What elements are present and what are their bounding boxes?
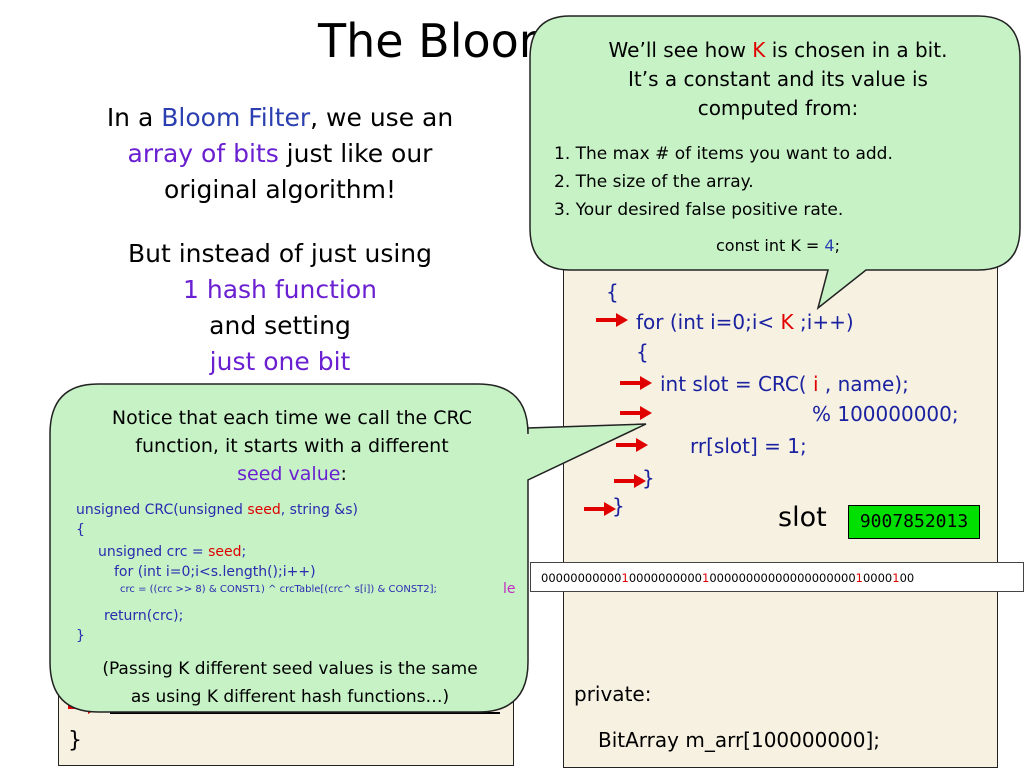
instead-line-1: But instead of just using [127, 239, 433, 268]
k-callout-line-1: We’ll see how K is chosen in a bit. [548, 36, 1008, 65]
seed-value-term: seed value [237, 463, 341, 485]
seed-callout-line-2: function, it starts with a different [135, 435, 449, 457]
slot-line-tail: , name); [818, 372, 909, 396]
code-for-loop: for (int i=0;i< K ;i++) [636, 310, 854, 334]
crc-signature-post: , string &s) [280, 502, 358, 518]
code-slot-line: int slot = CRC( i , name); [660, 372, 909, 396]
seed-callout-bubble [49, 383, 647, 713]
code-private: private: [574, 682, 652, 706]
intro-line-1-pre: In a [106, 103, 162, 132]
arrow-icon [616, 438, 648, 452]
k-const-value: 4 [824, 236, 835, 255]
arrow-icon [620, 406, 652, 420]
crc-open-brace: { [76, 522, 85, 538]
crc-close-brace: } [76, 628, 85, 644]
bits-segment: 00000000000000000000 [709, 571, 856, 585]
instead-line-3: and setting [209, 311, 351, 340]
for-loop-tail: ;i++) [793, 310, 854, 334]
code-open-brace: { [606, 280, 619, 304]
crc-return: return(crc); [104, 608, 184, 624]
crc-loop: for (int i=0;i<s.length();i++) [114, 564, 316, 580]
arrow-icon [614, 474, 646, 488]
code-close-inner: } [642, 466, 655, 490]
intro-text: In a Bloom Filter, we use an array of bi… [60, 100, 500, 208]
k-callout-line-2: It’s a constant and its value is [628, 67, 928, 91]
intro-line-3: original algorithm! [163, 175, 397, 204]
slot-line-head: int slot = CRC( [660, 372, 813, 396]
crc-signature: unsigned CRC(unsigned seed, string &s) [76, 502, 358, 518]
crc-init: unsigned crc = seed; [98, 544, 246, 560]
crc-init-seed: seed [208, 544, 242, 560]
one-hash-function-term: 1 hash function [183, 275, 377, 304]
k-callout-line-1-pre: We’ll see how [608, 38, 753, 62]
arrow-icon [620, 376, 652, 390]
code-close-outer: } [612, 494, 625, 518]
k-factor-list: 1. The max # of items you want to add. 2… [548, 140, 1008, 224]
covered-code-line [110, 712, 500, 716]
arrow-icon [596, 313, 628, 327]
instead-text: But instead of just using 1 hash functio… [60, 236, 500, 380]
bits-segment: 0000000000 [628, 571, 702, 585]
seed-callout-line-3-post: : [340, 463, 347, 485]
k-factor-item: 1. The max # of items you want to add. [554, 144, 893, 164]
slide-title: The Bloom [318, 14, 564, 68]
bits-segment: 00000000000 [541, 571, 622, 585]
seed-callout-line-1: Notice that each time we call the CRC [111, 407, 473, 429]
k-factor-item: 2. The size of the array. [554, 172, 754, 192]
bits-segment: 00 [899, 571, 915, 585]
crc-signature-pre: unsigned CRC(unsigned [76, 502, 248, 518]
k-const-pre: const int K = [715, 236, 825, 255]
k-const-line: const int K = 4; [548, 236, 1008, 255]
k-callout-bubble [529, 15, 1021, 310]
for-loop-head: for (int i=0;i< [636, 310, 781, 334]
array-of-bits-term: array of bits [127, 139, 279, 168]
k-callout-line-1-post: is chosen in a bit. [765, 38, 948, 62]
stray-code-fragment: le [503, 581, 516, 597]
bit-array-row: 0000000000010000000000100000000000000000… [530, 562, 1024, 592]
bloom-filter-term: Bloom Filter [161, 103, 311, 132]
slot-value-box: 9007852013 [848, 505, 980, 539]
for-loop-k: K [780, 310, 794, 334]
crc-init-pre: unsigned crc = [98, 544, 209, 560]
bit-set: 1 [621, 571, 629, 585]
seed-callout-footnote: (Passing K different seed values is the … [70, 655, 510, 711]
bits-segment: 0000 [862, 571, 893, 585]
code-inner-brace: { [636, 340, 649, 364]
seed-callout-line-3: seed value: [72, 460, 512, 488]
seed-callout-text: Notice that each time we call the CRC fu… [72, 404, 512, 488]
k-callout-text: We’ll see how K is chosen in a bit. It’s… [548, 36, 1008, 123]
slot-label: slot [778, 502, 827, 533]
seed-footnote-line-2: as using K different hash functions…) [130, 687, 450, 707]
bit-set: 1 [701, 571, 710, 585]
intro-line-1: In a Bloom Filter, we use an [60, 100, 500, 136]
code-mod-line: % 100000000; [812, 402, 959, 426]
slot-line-i: i [812, 372, 819, 396]
k-callout-k: K [752, 38, 766, 62]
just-one-bit-term: just one bit [209, 347, 351, 376]
arrow-icon [584, 502, 616, 516]
intro-line-1-post: , we use an [310, 103, 454, 132]
crc-init-post: ; [241, 544, 247, 560]
crc-signature-seed: seed [247, 502, 281, 518]
k-const-post: ; [834, 236, 840, 255]
bit-set: 1 [892, 571, 900, 585]
code-arr-line: rr[slot] = 1; [690, 434, 807, 458]
left-close-brace: } [68, 728, 82, 753]
intro-line-2-post: just like our [278, 139, 433, 168]
k-callout-line-3: computed from: [697, 96, 859, 120]
seed-footnote-line-1: (Passing K different seed values is the … [102, 659, 478, 679]
crc-loop-body: crc = ((crc >> 8) & CONST1) ^ crcTable[(… [120, 584, 437, 595]
code-member: BitArray m_arr[100000000]; [598, 728, 881, 752]
intro-line-2: array of bits just like our [60, 136, 500, 172]
bit-set: 1 [855, 571, 863, 585]
k-factor-item: 3. Your desired false positive rate. [554, 200, 844, 220]
